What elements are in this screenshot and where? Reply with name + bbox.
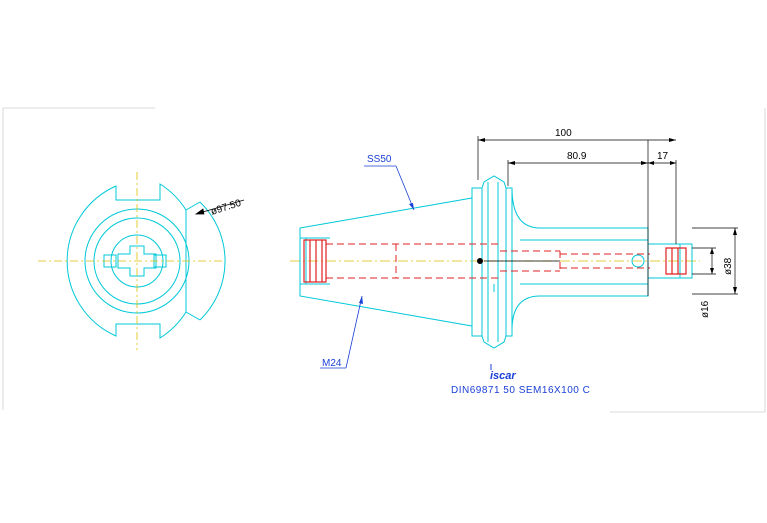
flange-outline <box>66 183 187 339</box>
dimension-overall-length: 100 <box>555 128 572 139</box>
annotation-arrows <box>359 203 414 304</box>
dimension-arrows <box>478 138 737 294</box>
part-caption: DIN69871 50 SEM16X100 C <box>451 385 590 396</box>
thread-section <box>303 239 687 283</box>
drive-keys <box>117 245 157 277</box>
dimension-length-b: 17 <box>657 151 669 162</box>
flange-diameter-dimension <box>194 199 245 215</box>
tool-nose <box>648 243 693 279</box>
side-view <box>299 175 693 349</box>
taper-label: SS50 <box>367 154 392 165</box>
annotation-leaders <box>320 165 415 369</box>
thread-label: M24 <box>322 358 342 369</box>
flange-diameter-label: ø97.50 <box>210 198 243 218</box>
dimension-body-diameter: ø38 <box>723 257 734 275</box>
brand-logo: iscar <box>490 370 516 382</box>
sheet-frame <box>2 107 766 413</box>
dimension-length-a: 80.9 <box>567 151 587 162</box>
tool-body <box>511 187 649 331</box>
dimension-lines <box>477 136 738 296</box>
hidden-lines <box>326 243 650 279</box>
ball-marker <box>477 258 483 264</box>
flange-body <box>471 175 513 349</box>
end-view-centerlines <box>38 172 222 350</box>
dimension-bore-diameter: ø16 <box>700 300 711 318</box>
clamp-screw <box>631 254 645 268</box>
